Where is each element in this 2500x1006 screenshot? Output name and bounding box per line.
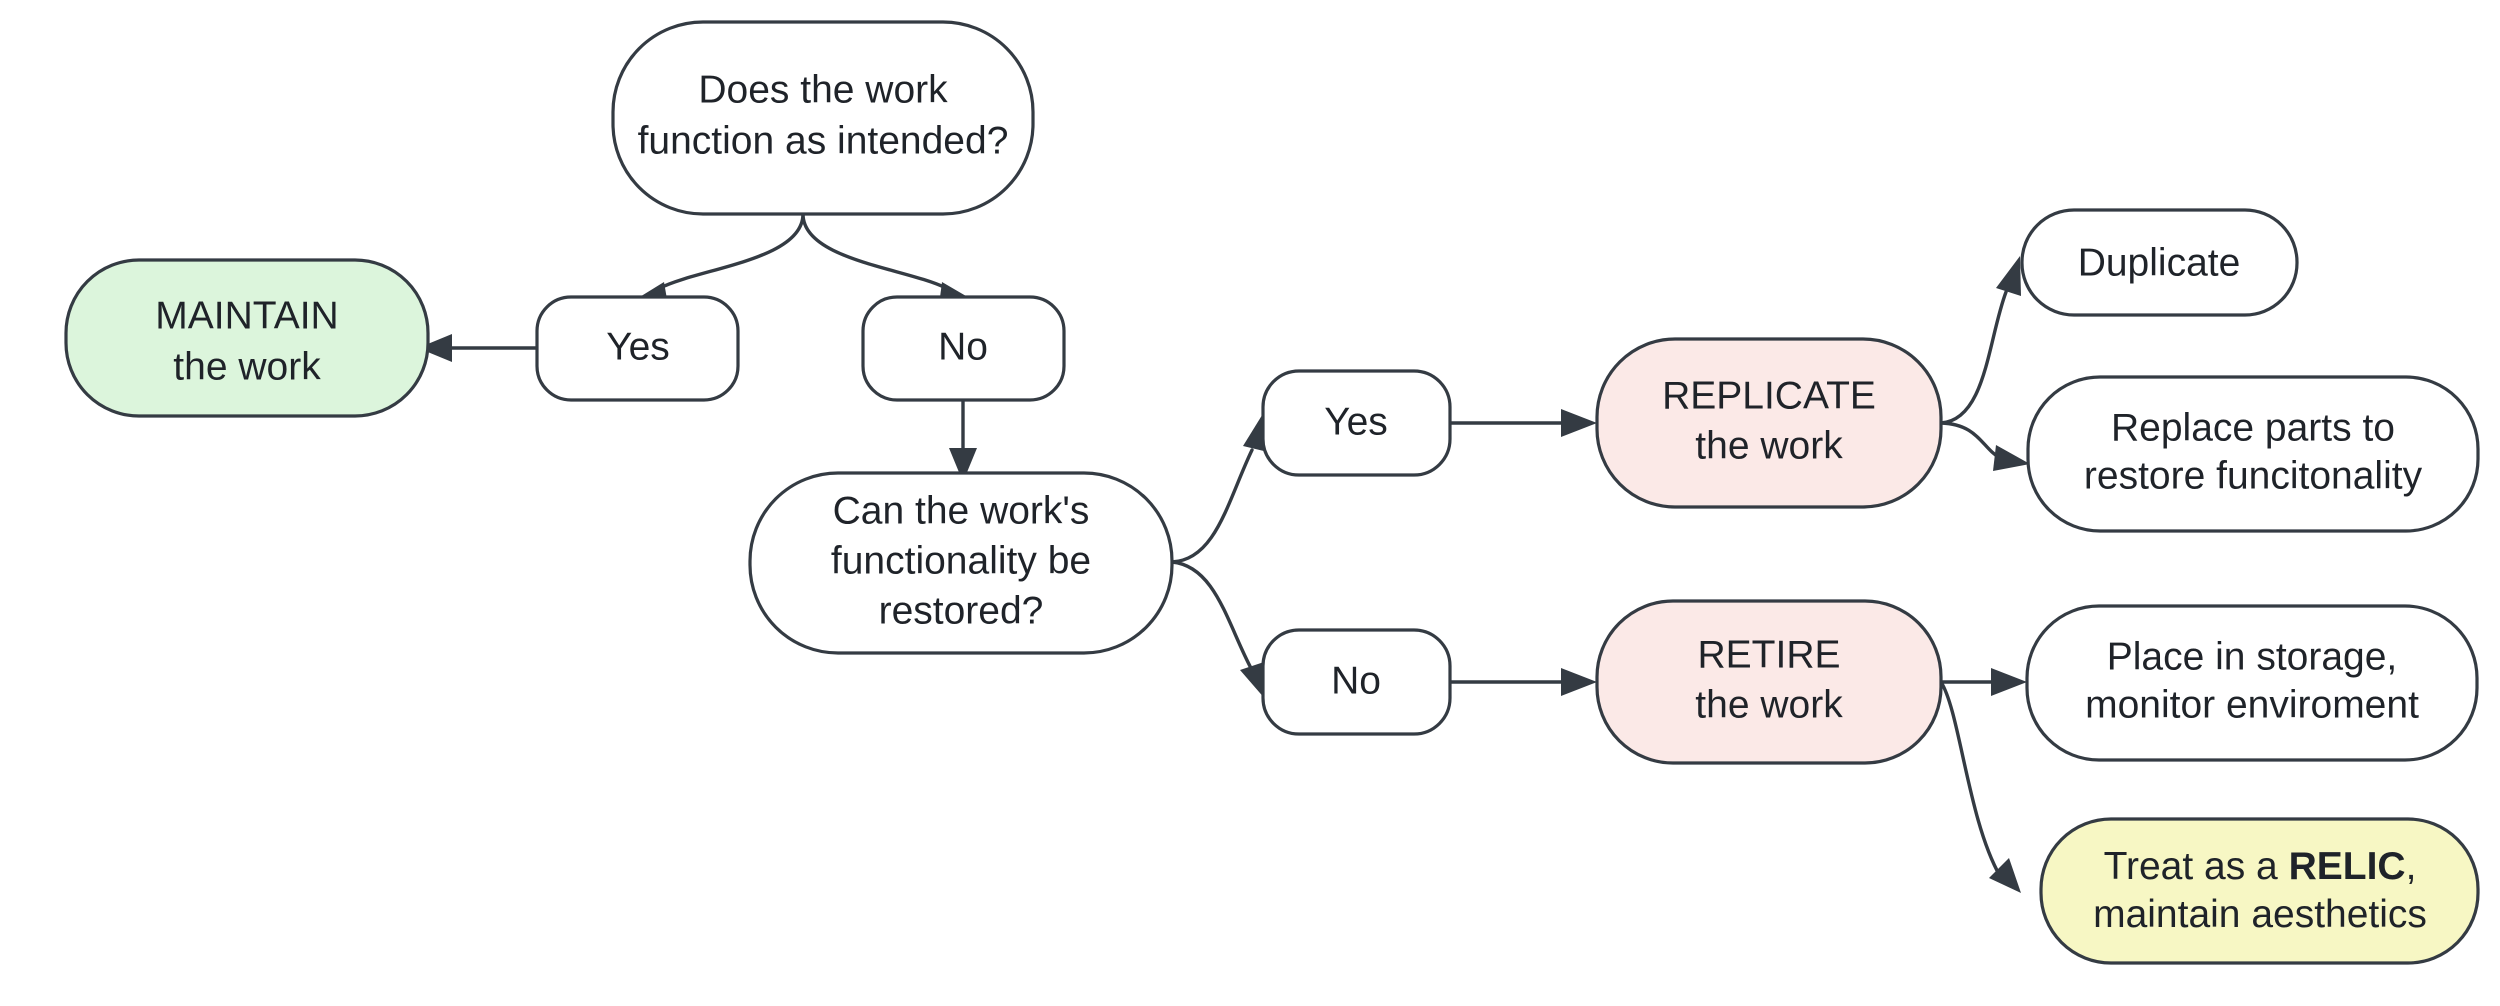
edge-no1-to-restore: [949, 398, 977, 482]
action-replace-parts-line-1: restore funcitonality: [2084, 454, 2423, 497]
decision-work-functions-line-0: Does the work: [698, 68, 948, 111]
branch-no-restorable-shape[interactable]: [1261, 628, 1452, 736]
branch-no-functions-label: No: [938, 325, 988, 368]
action-duplicate-shape[interactable]: [2020, 208, 2299, 317]
outcome-retire-line-1: the work: [1695, 683, 1843, 726]
node-decision-work-functions[interactable]: Does the work function as intended?: [611, 20, 1035, 216]
decision-work-functions-shape[interactable]: [611, 20, 1035, 216]
outcome-retire-line-0: RETIRE: [1697, 633, 1840, 676]
edge-yes2-to-replicate: [1448, 409, 1597, 437]
decision-functionality-restored-line-1: functionality be: [831, 539, 1091, 582]
edge-root-to-yes1: [630, 212, 805, 305]
outcome-maintain-line-1: the work: [173, 345, 321, 388]
action-duplicate-label: Duplicate: [2078, 241, 2241, 284]
node-outcome-maintain[interactable]: MAINTAIN the work: [64, 258, 430, 418]
node-action-replace-parts[interactable]: Replace parts to restore funcitonality: [2026, 375, 2480, 533]
edge-replicate-to-duplicate: [1939, 256, 2021, 425]
edge-retire-to-relic: [1939, 680, 2021, 893]
decision-functionality-restored-line-2: restored?: [879, 589, 1044, 632]
action-replace-parts-line-0: Replace parts to: [2111, 406, 2395, 449]
node-branch-no-restorable[interactable]: No: [1261, 628, 1452, 736]
action-treat-as-relic-shape[interactable]: [2039, 817, 2480, 965]
decision-functionality-restored-shape[interactable]: [748, 471, 1174, 655]
node-decision-functionality-restored[interactable]: Can the work's functionality be restored…: [748, 471, 1174, 655]
node-action-place-in-storage[interactable]: Place in storage, monitor enviroment: [2025, 604, 2479, 762]
action-replace-parts-shape[interactable]: [2026, 375, 2480, 533]
edge-root-to-no1: [801, 212, 978, 305]
edge-no2-to-retire: [1448, 668, 1597, 696]
edge-retire-to-storage: [1939, 668, 2027, 696]
node-action-duplicate[interactable]: Duplicate: [2020, 208, 2299, 317]
outcome-maintain-line-0: MAINTAIN: [155, 294, 338, 337]
decision-work-functions-line-1: function as intended?: [638, 119, 1009, 162]
edge-replicate-to-replace: [1939, 421, 2030, 471]
node-branch-yes-functions[interactable]: Yes: [535, 295, 740, 402]
action-place-in-storage-line-1: monitor enviroment: [2085, 683, 2419, 726]
action-place-in-storage-shape[interactable]: [2025, 604, 2479, 762]
branch-no-restorable-label: No: [1331, 659, 1381, 702]
node-outcome-retire[interactable]: RETIRE the work: [1595, 599, 1943, 765]
edge-yes1-to-maintain: [418, 334, 539, 362]
outcome-retire-shape[interactable]: [1595, 599, 1943, 765]
action-place-in-storage-line-0: Place in storage,: [2107, 635, 2398, 678]
branch-no-functions-shape[interactable]: [861, 295, 1066, 402]
edge-layer: [418, 212, 2030, 893]
branch-yes-functions-label: Yes: [606, 325, 670, 368]
outcome-replicate-line-1: the work: [1695, 424, 1843, 467]
node-outcome-replicate[interactable]: REPLICATE the work: [1595, 337, 1943, 509]
branch-yes-restorable-label: Yes: [1324, 400, 1388, 443]
edge-restore-to-yes2: [1170, 412, 1268, 564]
node-action-treat-as-relic[interactable]: Treat as a RELIC, maintain aesthetics: [2039, 817, 2480, 965]
branch-yes-functions-shape[interactable]: [535, 295, 740, 402]
node-branch-no-functions[interactable]: No: [861, 295, 1066, 402]
edge-restore-to-no2: [1170, 560, 1266, 700]
outcome-maintain-shape[interactable]: [64, 258, 430, 418]
outcome-replicate-line-0: REPLICATE: [1662, 374, 1876, 417]
branch-yes-restorable-shape[interactable]: [1261, 369, 1452, 477]
outcome-replicate-shape[interactable]: [1595, 337, 1943, 509]
node-layer: Does the work function as intended? Yes …: [64, 20, 2480, 965]
decision-functionality-restored-line-0: Can the work's: [833, 489, 1090, 532]
action-treat-as-relic-line-1: maintain aesthetics: [2093, 893, 2427, 936]
action-treat-as-relic-line-0: Treat as a RELIC,: [2104, 845, 2417, 888]
node-branch-yes-restorable[interactable]: Yes: [1261, 369, 1452, 477]
